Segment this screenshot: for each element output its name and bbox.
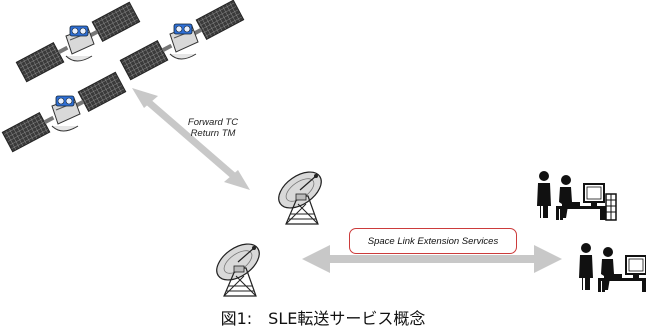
figure-caption: 図1: SLE転送サービス概念 xyxy=(220,309,426,328)
return-tm-label: Return TM xyxy=(190,128,236,139)
space-link-arrow xyxy=(132,88,250,190)
control-center-icon-upper xyxy=(536,170,617,221)
space-link-label: Forward TC Return TM xyxy=(168,117,258,139)
satellite-icon-lower xyxy=(1,71,127,153)
satellite-icon-top-left xyxy=(15,1,141,83)
ground-link-arrow xyxy=(302,245,562,273)
satellite-icon-top-right xyxy=(119,0,245,81)
forward-tc-label: Forward TC xyxy=(187,117,239,128)
ground-antenna-icon-upper xyxy=(271,164,329,225)
control-center-icon-lower xyxy=(578,242,646,293)
sle-services-box: Space Link Extension Services xyxy=(349,228,517,254)
ground-antenna-icon-lower xyxy=(209,236,267,297)
sle-services-label: Space Link Extension Services xyxy=(367,235,499,247)
